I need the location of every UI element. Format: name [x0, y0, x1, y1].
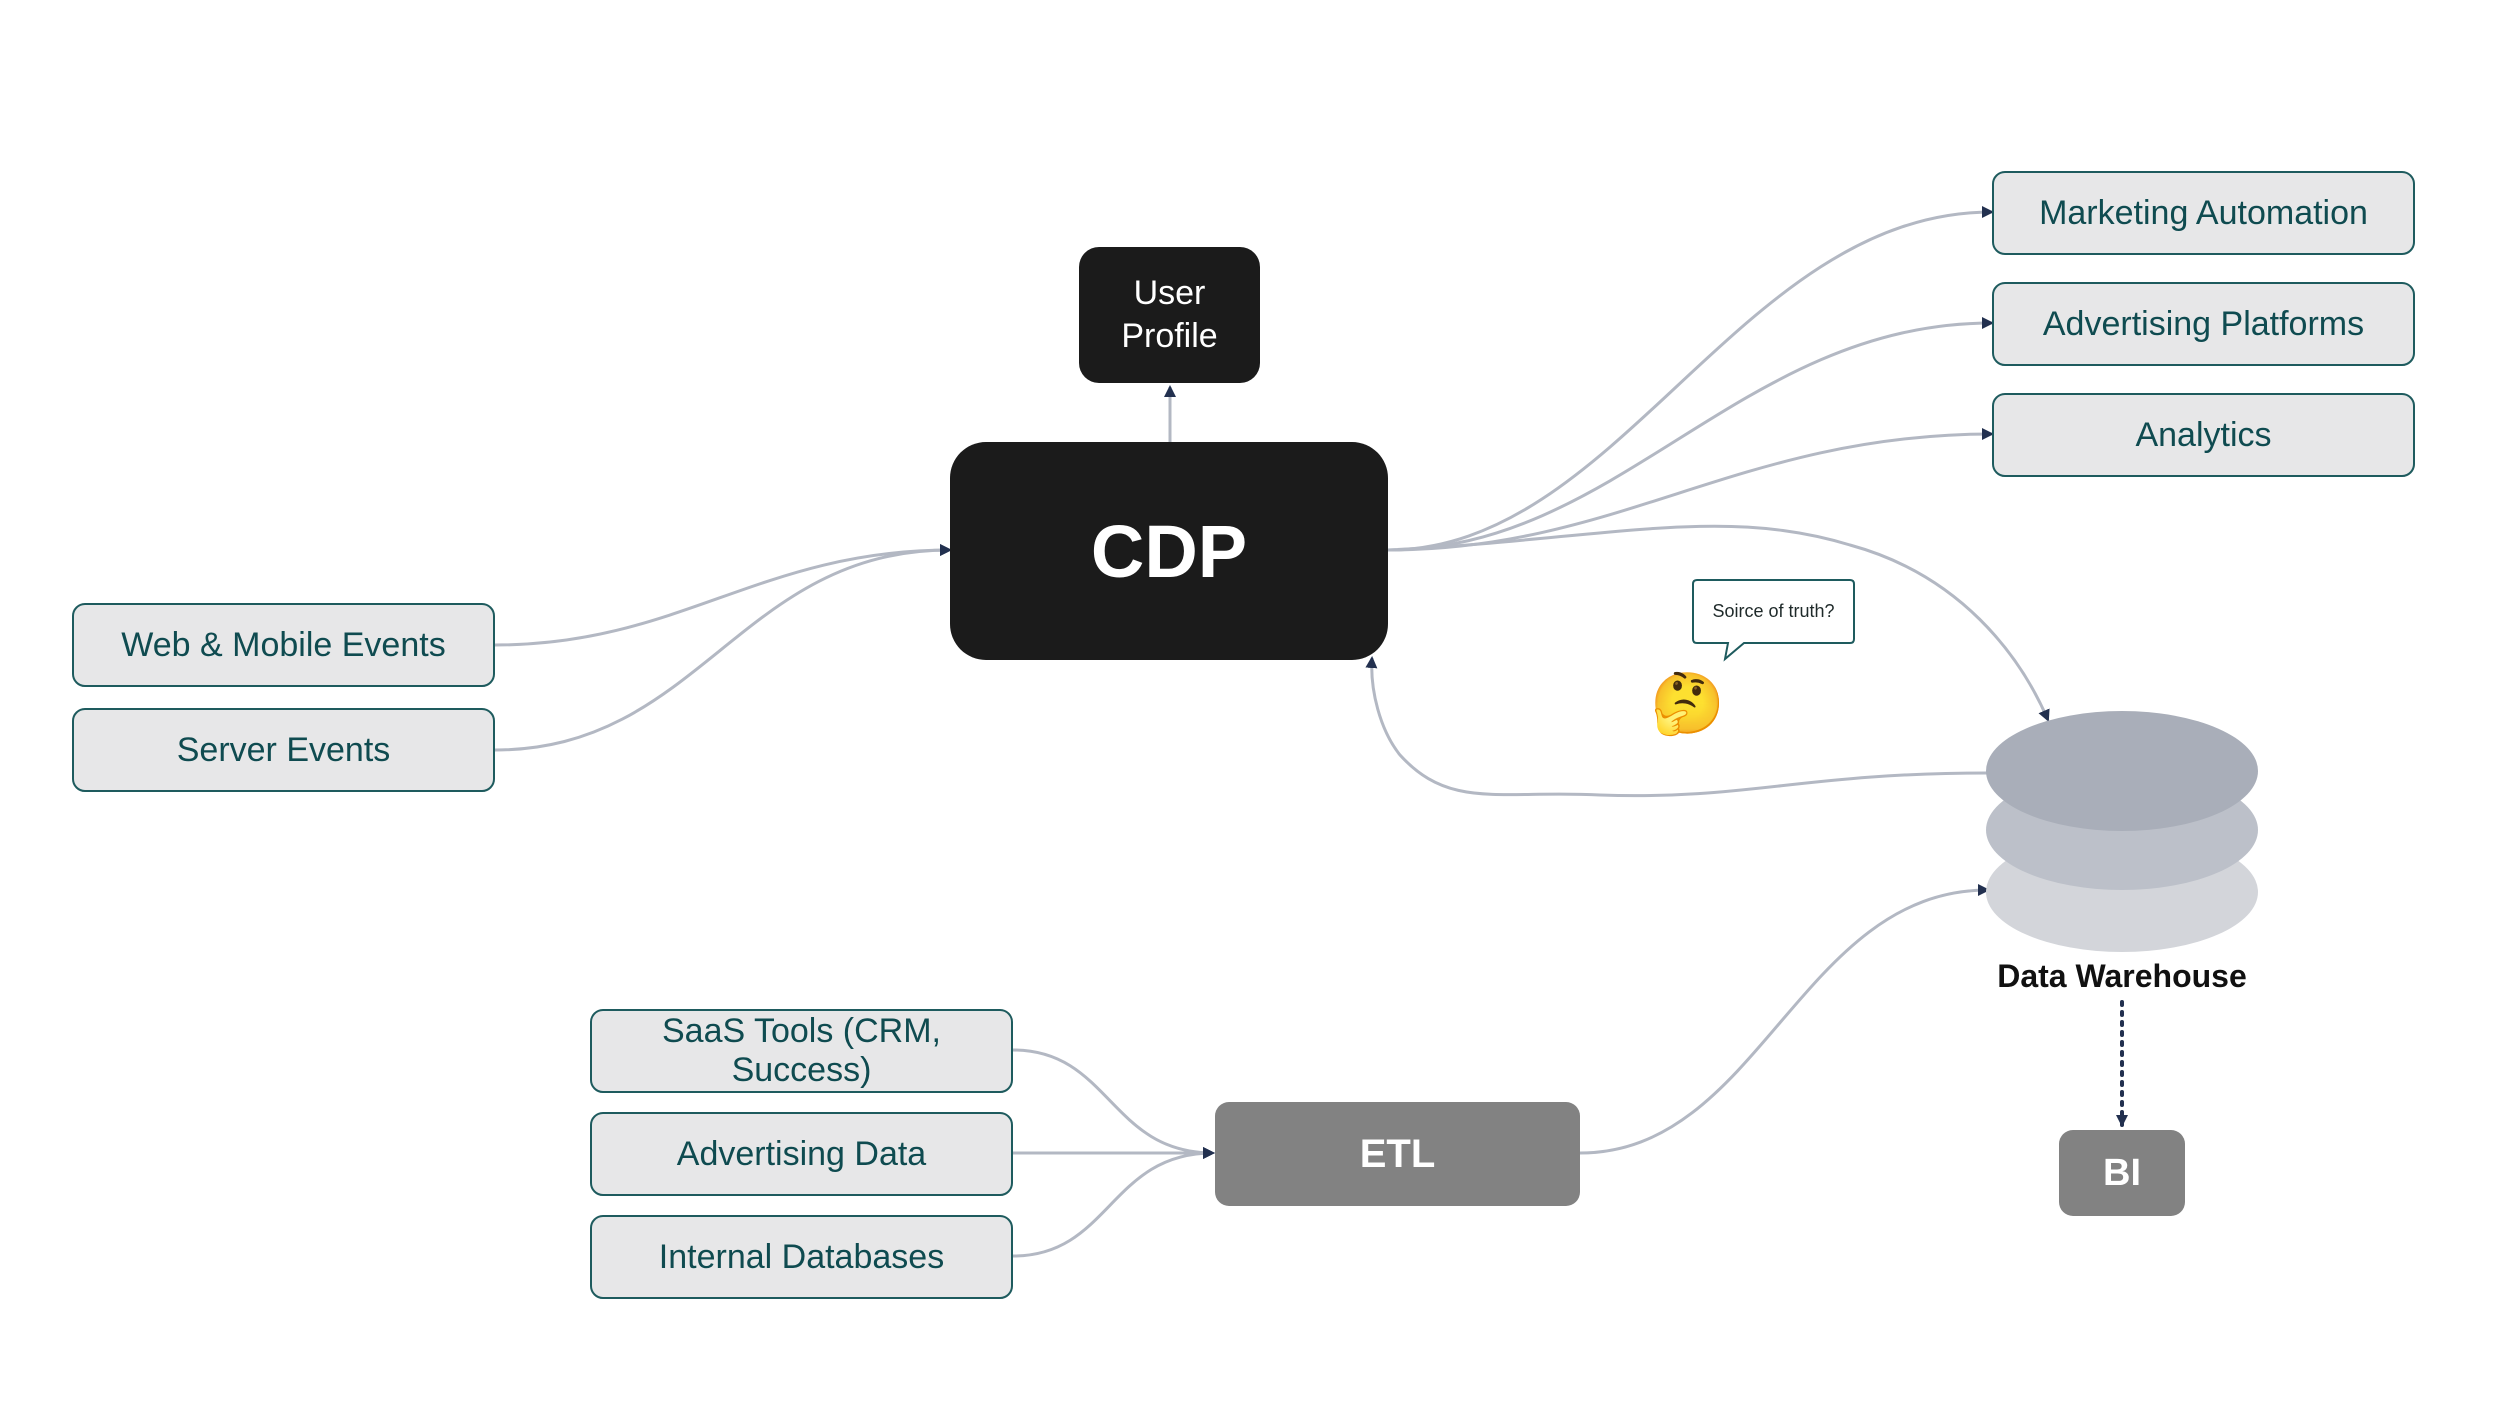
internal-databases-label: Internal Databases: [658, 1237, 945, 1276]
thinking-face-icon: 🤔: [1650, 670, 1725, 737]
saas-tools-label: SaaS Tools (CRM, Success): [661, 1012, 942, 1089]
edge-saas-to-etl: [1012, 1048, 1215, 1159]
internal-databases-node: Internal Databases: [590, 1215, 1013, 1299]
cdp-node: CDP: [950, 442, 1388, 660]
marketing-automation-label: Marketing Automation: [2039, 193, 2368, 232]
bi-node: BI: [2059, 1130, 2185, 1216]
user-profile-label: User Profile: [1121, 274, 1218, 355]
server-events-node: Server Events: [72, 708, 495, 792]
edge-cdp-to-advertising: [1387, 317, 1994, 552]
marketing-automation-node: Marketing Automation: [1992, 171, 2415, 255]
edge-server-to-cdp: [494, 544, 952, 752]
speech-bubble: [1692, 579, 1855, 662]
edge-warehouse-to-cdp: [1365, 656, 1989, 798]
etl-node: ETL: [1215, 1102, 1580, 1206]
advertising-data-node: Advertising Data: [590, 1112, 1013, 1196]
server-events-label: Server Events: [176, 730, 391, 769]
advertising-data-label: Advertising Data: [676, 1134, 927, 1173]
data-warehouse-icon: [1986, 711, 2258, 952]
web-mobile-events-label: Web & Mobile Events: [121, 625, 446, 664]
advertising-platforms-node: Advertising Platforms: [1992, 282, 2415, 366]
etl-label: ETL: [1359, 1131, 1436, 1176]
analytics-label: Analytics: [2135, 415, 2272, 454]
edge-cdp-to-marketing: [1387, 206, 1994, 552]
user-profile-node: User Profile: [1079, 247, 1260, 383]
analytics-node: Analytics: [1992, 393, 2415, 477]
callout-text: Soirce of truth?: [1712, 601, 1835, 621]
edge-web-to-cdp: [494, 544, 952, 647]
web-mobile-events-node: Web & Mobile Events: [72, 603, 495, 687]
edge-cdp-to-warehouse: [1387, 524, 2050, 722]
edge-etl-to-warehouse: [1579, 884, 1990, 1155]
data-warehouse-label: Data Warehouse: [1997, 958, 2247, 994]
bi-label: BI: [2103, 1151, 2141, 1194]
advertising-platforms-label: Advertising Platforms: [2042, 304, 2365, 343]
saas-tools-node: SaaS Tools (CRM, Success): [590, 1009, 1013, 1093]
cdp-label: CDP: [1090, 509, 1248, 593]
edge-internal-to-etl: [1012, 1147, 1215, 1258]
